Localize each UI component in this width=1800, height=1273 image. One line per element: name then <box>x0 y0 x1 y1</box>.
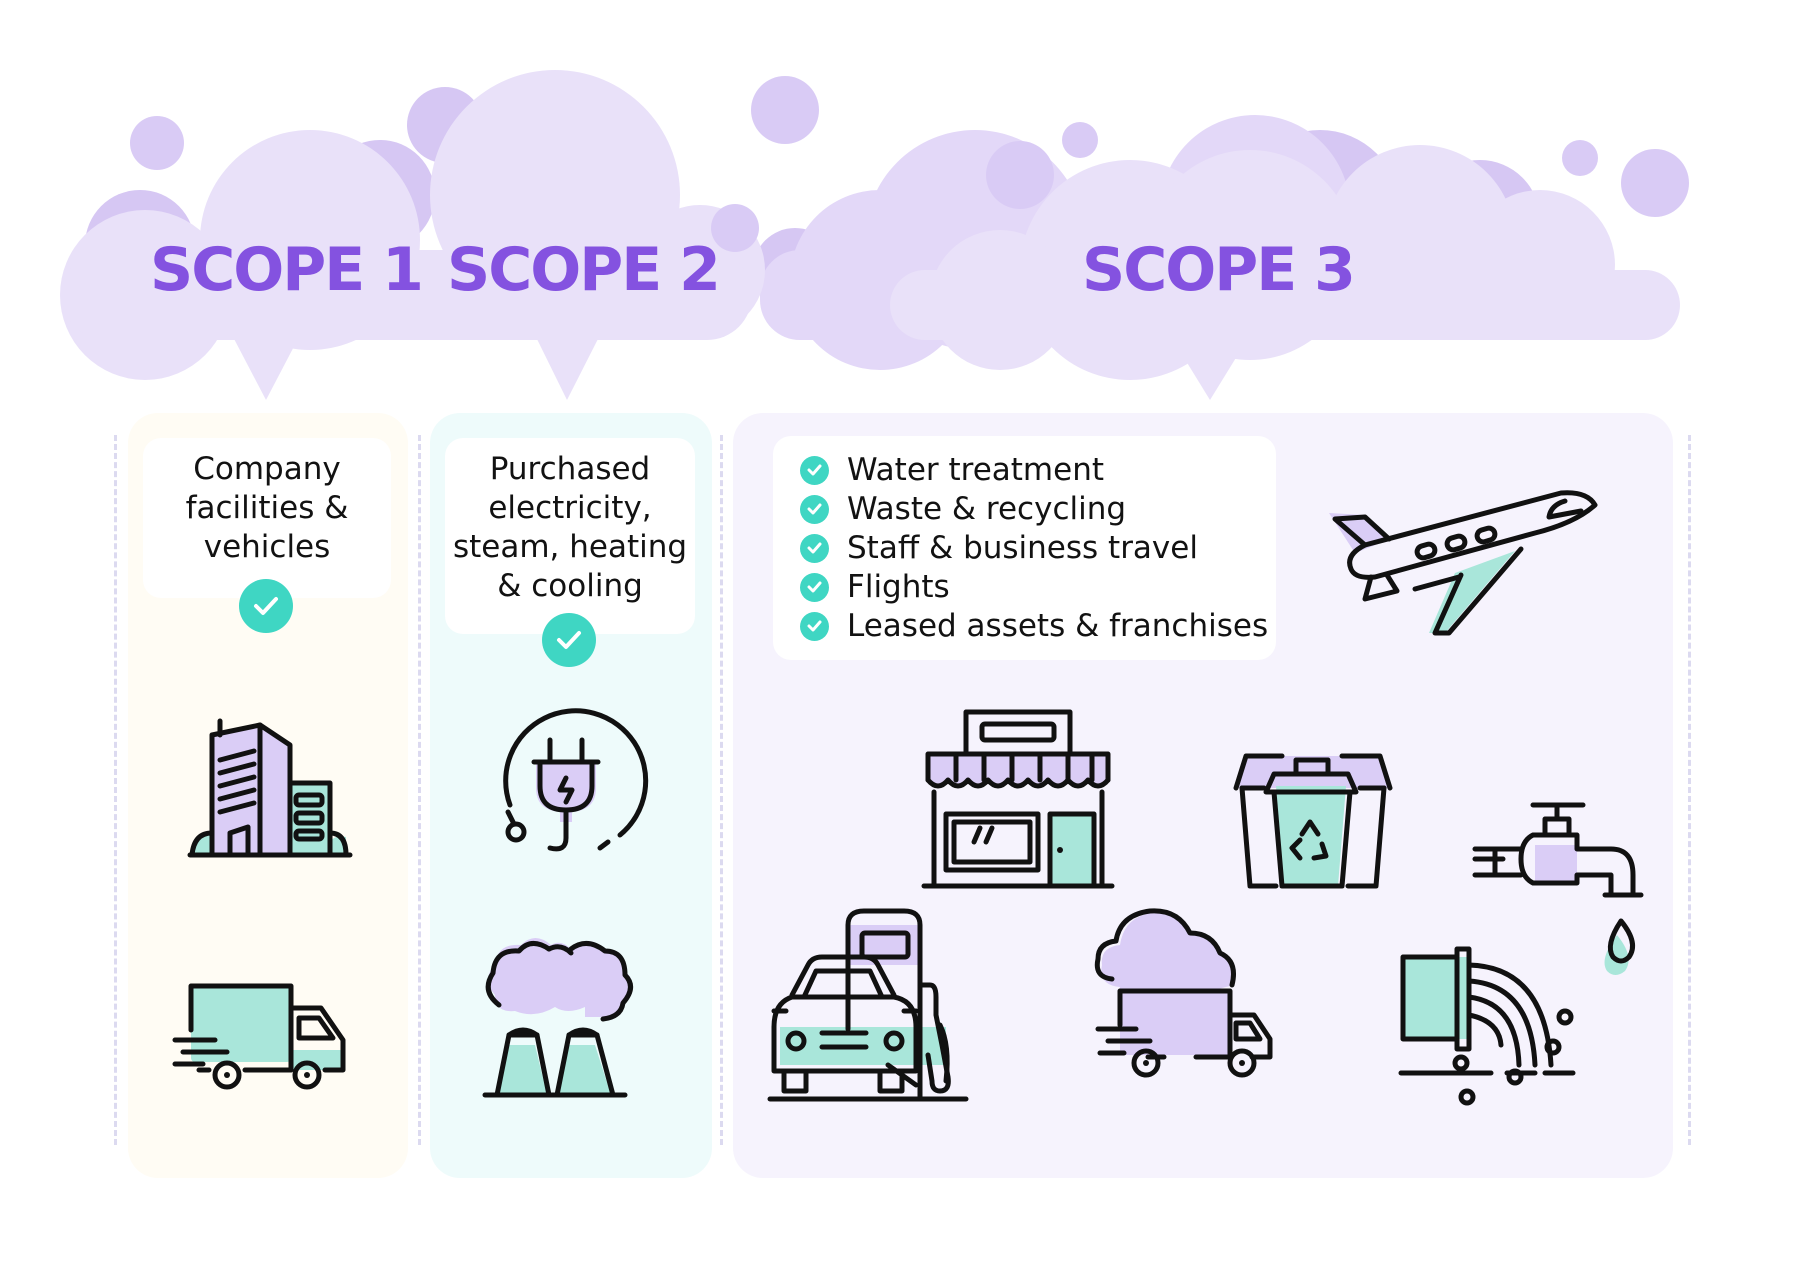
scope-2-check-icon <box>542 613 596 667</box>
check-icon <box>800 611 829 641</box>
storefront-icon <box>921 709 1115 889</box>
list-item-label: Waste & recycling <box>847 491 1127 527</box>
water-tap-icon <box>1472 802 1644 975</box>
check-icon <box>800 533 829 563</box>
divider <box>720 435 723 1145</box>
list-item: Leased assets & franchises <box>800 608 1268 644</box>
list-item-label: Flights <box>847 569 950 605</box>
scope-3-title: SCOPE 3 <box>1082 235 1356 305</box>
scope-2-title: SCOPE 2 <box>447 235 721 305</box>
sewage-pipe-icon <box>1398 946 1576 1106</box>
divider <box>418 435 421 1145</box>
electric-plug-icon <box>503 708 649 852</box>
divider <box>1688 435 1691 1145</box>
scope-1-description: Company facilities & vehicles <box>185 451 349 565</box>
check-icon <box>800 455 829 485</box>
scope-3-card <box>773 436 1276 660</box>
airplane-icon <box>1329 490 1598 636</box>
scope-2-description: Purchased electricity, steam, heating & … <box>452 451 688 604</box>
list-item: Flights <box>800 569 950 605</box>
scope-1-check-icon <box>239 579 293 633</box>
delivery-truck-icon <box>172 983 346 1090</box>
office-building-icon <box>187 718 353 858</box>
list-item: Staff & business travel <box>800 530 1198 566</box>
list-item: Waste & recycling <box>800 491 1126 527</box>
scope-1-card <box>143 438 391 598</box>
list-item-label: Leased assets & franchises <box>847 608 1269 644</box>
list-item: Water treatment <box>800 452 1104 488</box>
list-item-label: Staff & business travel <box>847 530 1198 566</box>
check-icon <box>800 494 829 524</box>
car-fuel-pump-icon <box>767 908 969 1102</box>
emission-truck-icon <box>1094 908 1273 1078</box>
scope-2-card <box>445 438 695 634</box>
scope-1-title: SCOPE 1 <box>150 235 424 305</box>
recycling-bin-icon <box>1233 753 1393 889</box>
list-item-label: Water treatment <box>847 452 1105 488</box>
divider <box>114 435 117 1145</box>
factory-smoke-icon <box>482 938 633 1098</box>
check-icon <box>800 572 829 602</box>
